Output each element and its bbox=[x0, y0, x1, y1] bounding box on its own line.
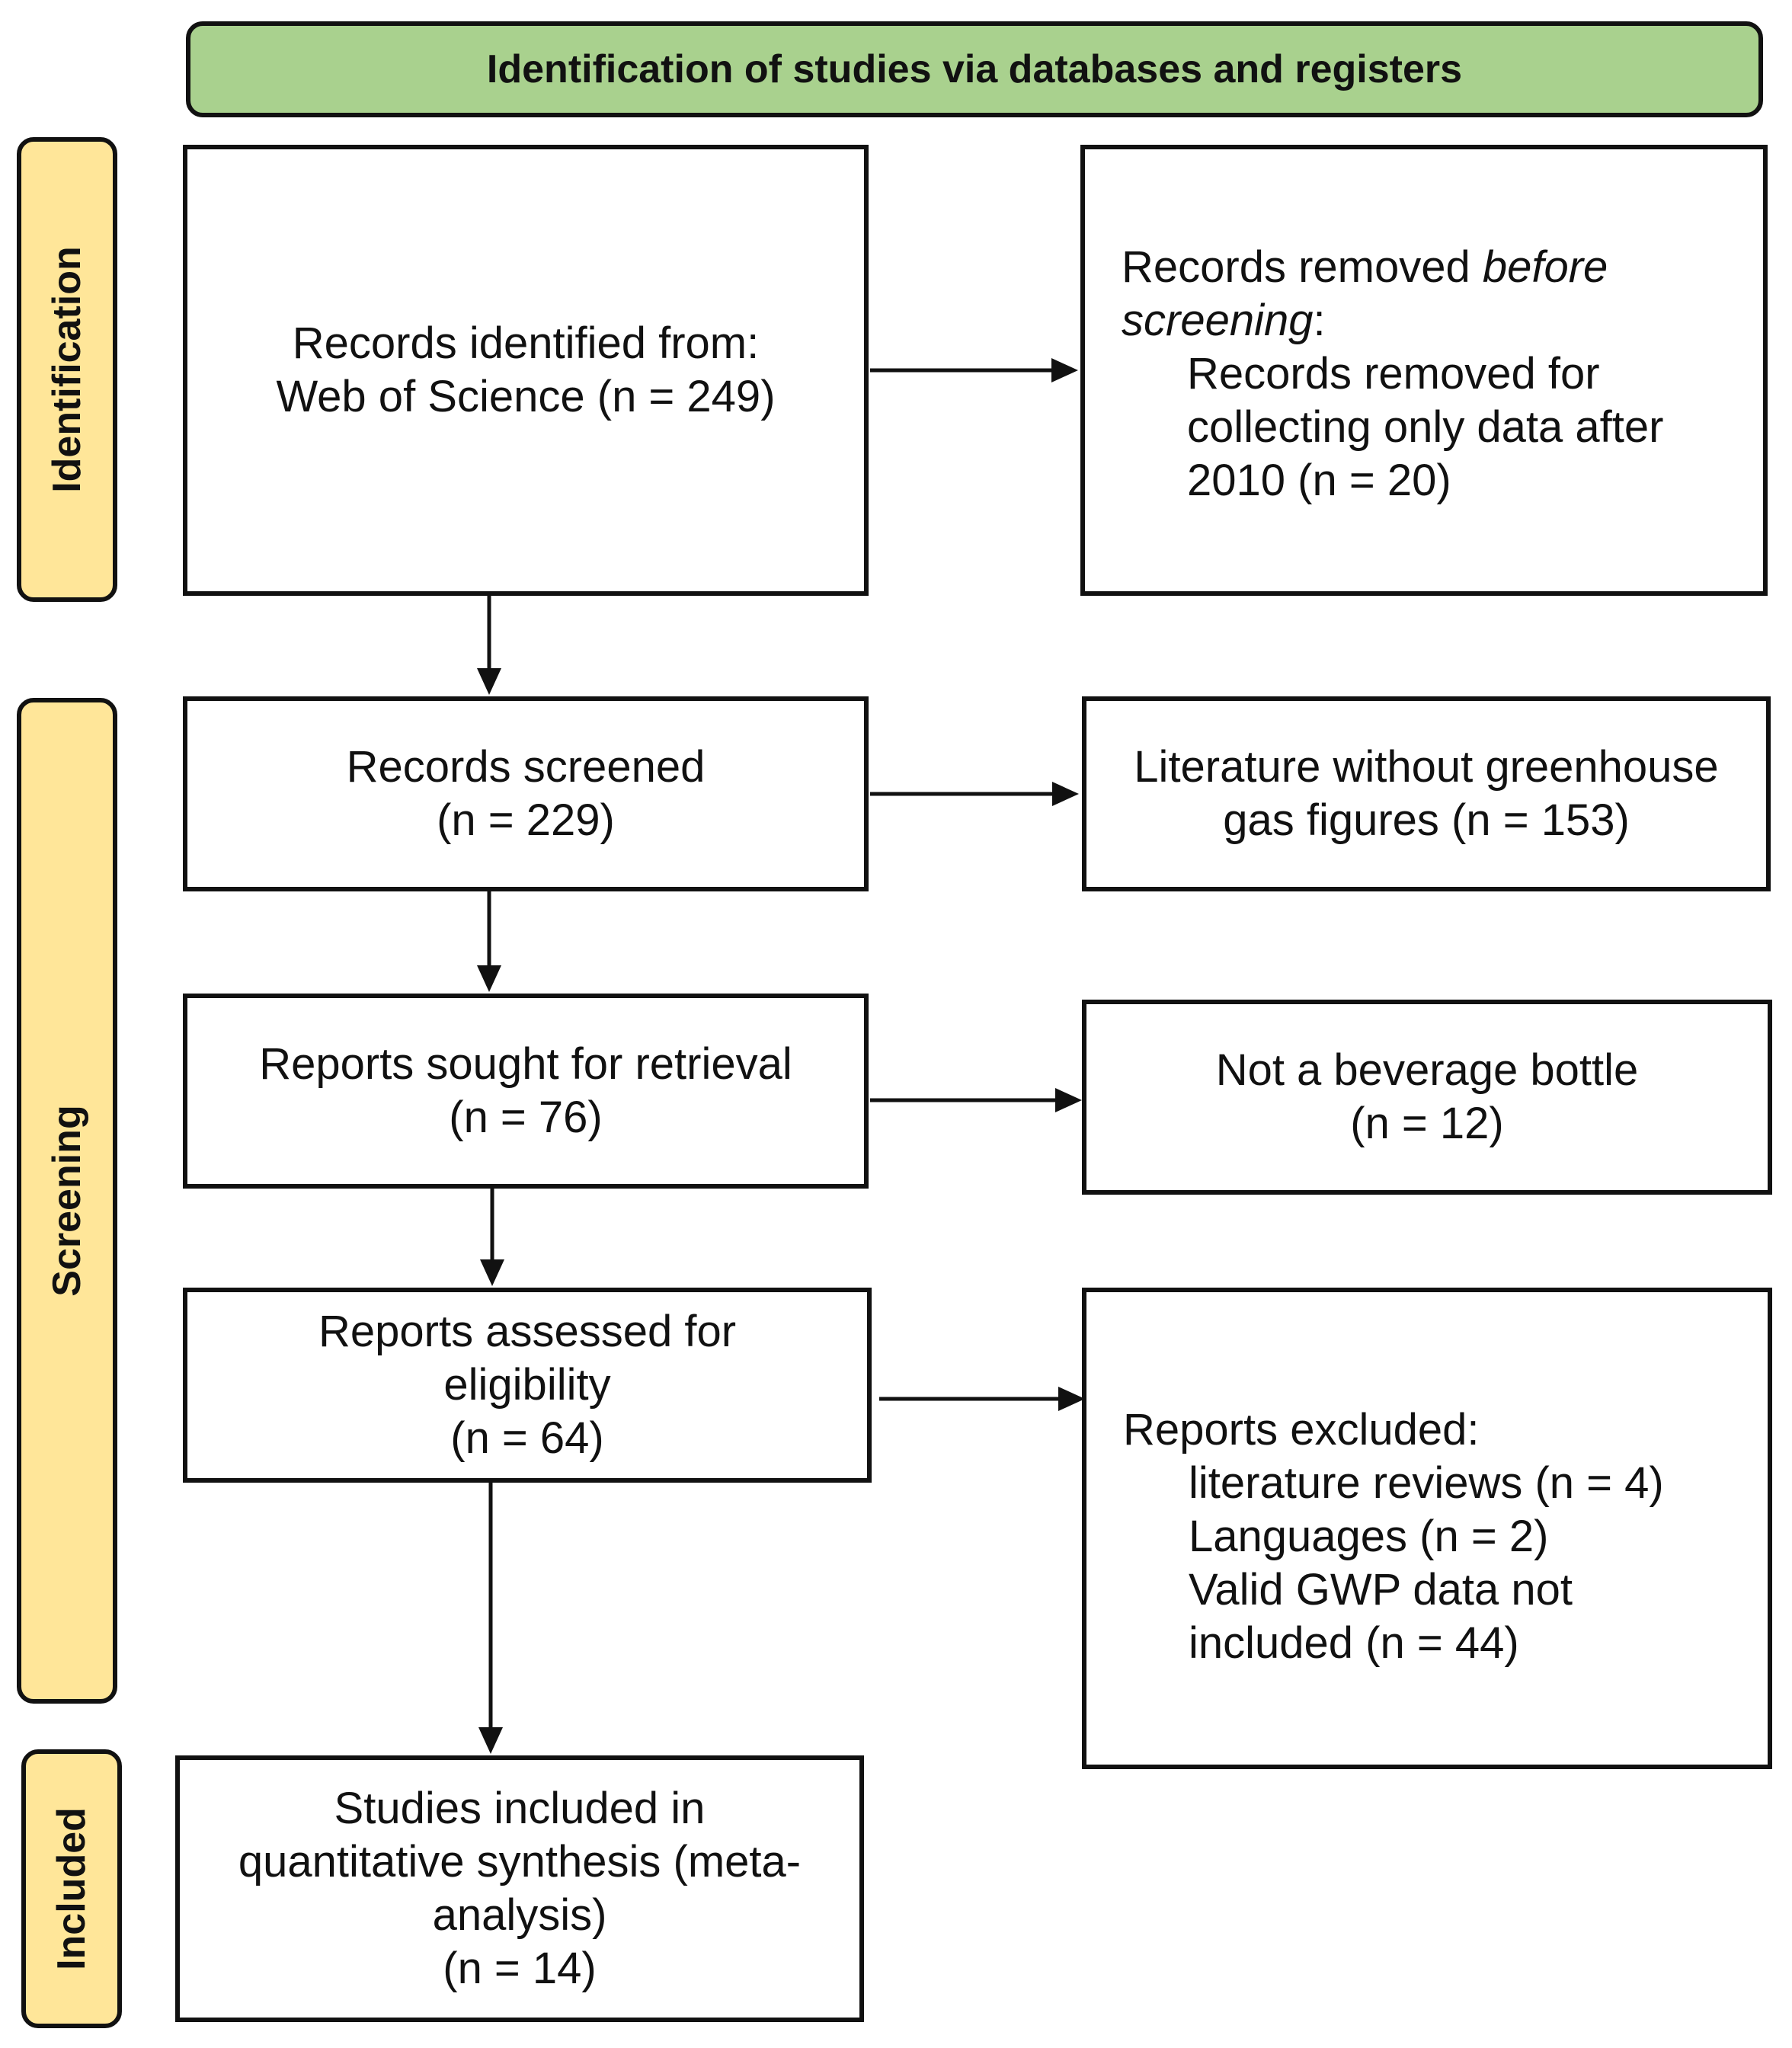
records-removed-box: Records removed before screening: Record… bbox=[1080, 145, 1768, 596]
arrowhead-assessed-to-included bbox=[478, 1727, 503, 1754]
arrowhead-assessed-to-excluded bbox=[1058, 1387, 1085, 1411]
records-removed-line1: Records removed before bbox=[1122, 241, 1763, 294]
arrowhead-screened-to-sought bbox=[477, 965, 501, 992]
excluded-screening-line2: gas figures (n = 153) bbox=[1223, 795, 1630, 845]
records-removed-line2-suffix: : bbox=[1313, 296, 1326, 345]
reports-excluded-reason: included (n = 44) bbox=[1189, 1618, 1519, 1668]
studies-included-line2: quantitative synthesis (meta- bbox=[238, 1837, 802, 1886]
reports-sought-box: Reports sought for retrieval (n = 76) bbox=[183, 994, 869, 1189]
studies-included-line1: Studies included in bbox=[334, 1784, 706, 1833]
reports-excluded-reason: Valid GWP data not bbox=[1189, 1565, 1573, 1614]
header-banner: Identification of studies via databases … bbox=[186, 21, 1763, 117]
records-screened-box: Records screened (n = 229) bbox=[183, 696, 869, 891]
records-identified-line2: Web of Science (n = 249) bbox=[276, 372, 776, 421]
reports-excluded-reason: Languages (n = 2) bbox=[1189, 1512, 1549, 1561]
reports-assessed-box: Reports assessed for eligibility (n = 64… bbox=[183, 1288, 872, 1483]
reports-assessed-line1: Reports assessed for bbox=[318, 1307, 737, 1356]
reports-excluded-title: Reports excluded: bbox=[1123, 1405, 1480, 1454]
studies-included-line3: analysis) bbox=[432, 1890, 607, 1940]
studies-included-line4: (n = 14) bbox=[443, 1944, 597, 1993]
records-removed-line1-prefix: Records removed bbox=[1122, 242, 1483, 292]
reports-excluded-box: Reports excluded: literature reviews (n … bbox=[1082, 1288, 1772, 1769]
arrowhead-identified-to-removed bbox=[1051, 358, 1078, 382]
phase-identification: Identification bbox=[17, 137, 117, 602]
phase-screening: Screening bbox=[17, 698, 117, 1704]
records-screened-line2: (n = 229) bbox=[437, 795, 615, 845]
records-removed-sub3: 2010 (n = 20) bbox=[1187, 456, 1451, 505]
excluded-screening-line1: Literature without greenhouse bbox=[1134, 742, 1719, 792]
records-removed-sub2: collecting only data after bbox=[1187, 402, 1664, 452]
records-identified-line1: Records identified from: bbox=[292, 318, 760, 368]
not-retrieved-box: Not a beverage bottle (n = 12) bbox=[1082, 1000, 1772, 1195]
arrowhead-identified-to-screened bbox=[477, 668, 501, 695]
records-removed-line2-italic: screening bbox=[1122, 296, 1314, 345]
not-retrieved-line2: (n = 12) bbox=[1350, 1099, 1504, 1148]
not-retrieved-line1: Not a beverage bottle bbox=[1215, 1045, 1639, 1095]
records-removed-sub1: Records removed for bbox=[1187, 349, 1600, 398]
arrowhead-sought-to-not-retrieved bbox=[1055, 1088, 1082, 1112]
reports-sought-line2: (n = 76) bbox=[449, 1093, 603, 1142]
records-screened-line1: Records screened bbox=[346, 742, 706, 792]
reports-sought-line1: Reports sought for retrieval bbox=[259, 1039, 792, 1089]
reports-assessed-line3: (n = 64) bbox=[450, 1413, 604, 1463]
reports-assessed-line2: eligibility bbox=[443, 1360, 611, 1410]
header-title: Identification of studies via databases … bbox=[486, 47, 1463, 91]
arrowhead-screened-to-excluded bbox=[1052, 782, 1079, 806]
records-removed-line1-italic: before bbox=[1482, 242, 1608, 292]
arrowhead-sought-to-assessed bbox=[480, 1259, 504, 1286]
records-removed-line2: screening: bbox=[1122, 294, 1763, 347]
reports-excluded-reason: literature reviews (n = 4) bbox=[1189, 1458, 1664, 1508]
excluded-screening-box: Literature without greenhouse gas figure… bbox=[1082, 696, 1771, 891]
records-identified-box: Records identified from: Web of Science … bbox=[183, 145, 869, 596]
studies-included-box: Studies included in quantitative synthes… bbox=[175, 1755, 864, 2022]
phase-included: Included bbox=[21, 1749, 122, 2028]
